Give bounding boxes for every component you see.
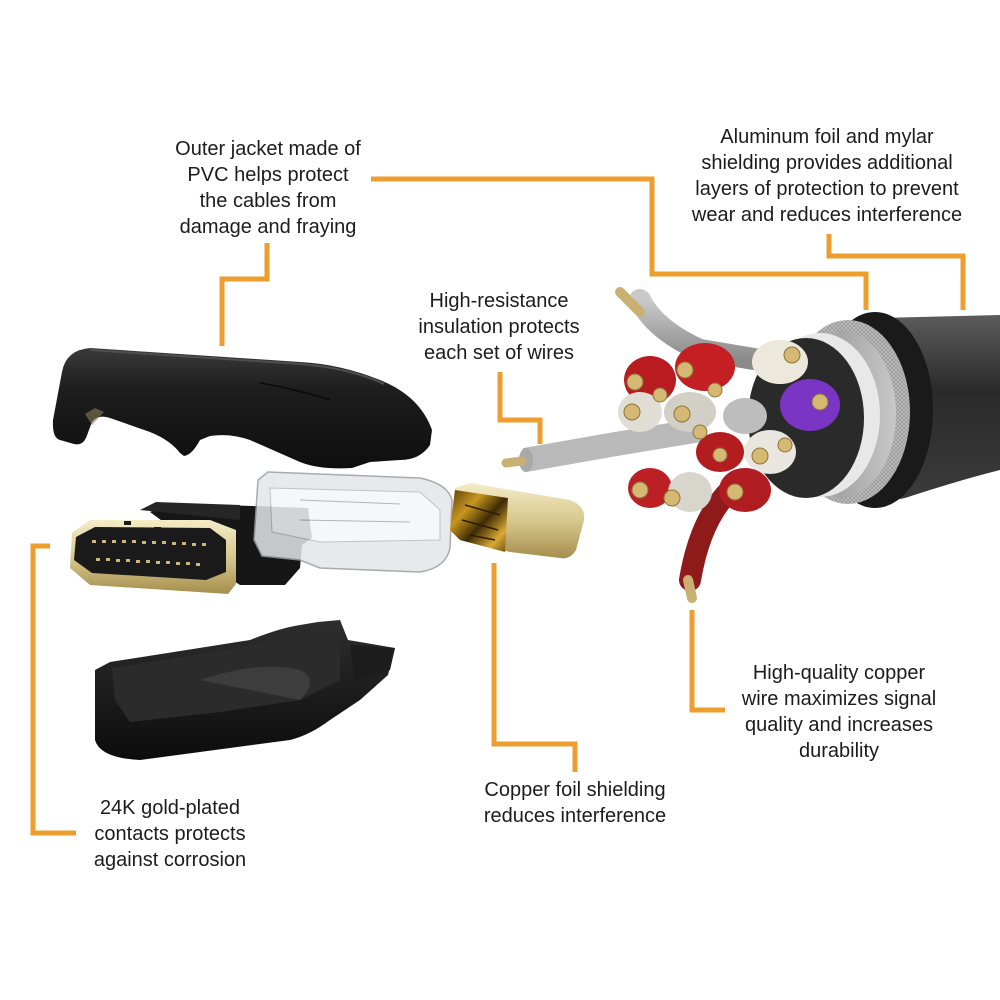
copper-wire-strand bbox=[501, 287, 697, 603]
callout-insulation: High-resistance insulation protects each… bbox=[404, 288, 594, 366]
leader-copper-foil bbox=[491, 563, 578, 772]
transparent-inner-housing bbox=[253, 471, 453, 573]
wire-insulation bbox=[519, 289, 840, 591]
pvc-outer-jacket-shell bbox=[52, 348, 433, 469]
callout-line: quality and increases bbox=[745, 714, 933, 736]
pvc-bottom-shell bbox=[95, 620, 395, 760]
callout-copper-wire: High-quality copper wire maximizes signa… bbox=[726, 660, 952, 764]
leader-copper-wire bbox=[689, 610, 725, 713]
callout-line: reduces interference bbox=[483, 805, 667, 827]
leader-aluminum-foil-b bbox=[826, 234, 966, 310]
callout-line: insulation protects bbox=[418, 316, 580, 338]
callout-line: Copper foil shielding bbox=[484, 779, 666, 801]
leader-gold-contacts bbox=[30, 543, 76, 836]
callout-line: damage and fraying bbox=[179, 216, 357, 238]
callout-line: each set of wires bbox=[423, 342, 575, 364]
callout-line: Aluminum foil and mylar bbox=[720, 126, 934, 148]
callout-line: the cables from bbox=[199, 190, 337, 212]
callout-copper-foil: Copper foil shielding reduces interferen… bbox=[470, 777, 680, 829]
callout-gold-contacts: 24K gold-plated contacts protects agains… bbox=[80, 795, 260, 873]
callout-line: High-quality copper bbox=[752, 662, 926, 684]
callout-line: High-resistance bbox=[429, 290, 569, 312]
callout-line: 24K gold-plated bbox=[99, 797, 241, 819]
leader-insulation bbox=[497, 372, 543, 444]
callout-line: against corrosion bbox=[93, 849, 247, 871]
callout-aluminum-foil: Aluminum foil and mylar shielding provid… bbox=[672, 124, 982, 228]
callout-line: contacts protects bbox=[94, 823, 246, 845]
callout-line: wire maximizes signal bbox=[741, 688, 937, 710]
callout-outer-jacket: Outer jacket made of PVC helps protect t… bbox=[160, 136, 376, 240]
callout-leader-lines bbox=[30, 176, 966, 836]
callout-line: wear and reduces interference bbox=[691, 204, 963, 226]
leader-outer-jacket bbox=[219, 243, 270, 346]
callout-line: PVC helps protect bbox=[187, 164, 349, 186]
callout-line: shielding provides additional bbox=[701, 152, 953, 174]
gold-foil-shield-cap bbox=[450, 483, 585, 559]
callout-line: Outer jacket made of bbox=[175, 138, 361, 160]
leader-aluminum-foil-a bbox=[371, 176, 869, 310]
callout-line: layers of protection to prevent bbox=[695, 178, 959, 200]
callout-line: durability bbox=[798, 740, 880, 762]
